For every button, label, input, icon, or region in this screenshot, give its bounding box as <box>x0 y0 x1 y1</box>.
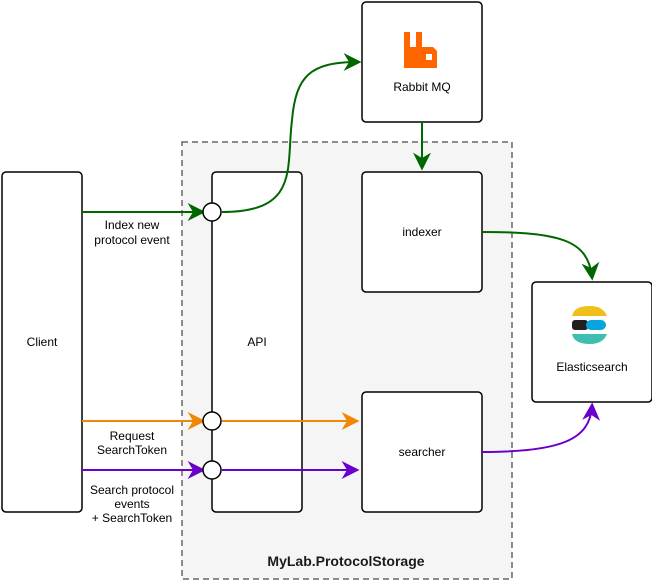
request-token-edge: Request SearchToken <box>82 412 360 457</box>
api-label: API <box>247 335 266 349</box>
search-edge-label-line3: + SearchToken <box>92 511 172 525</box>
search-edge-label-line1: Search protocol <box>90 483 174 497</box>
api-port-search[interactable] <box>202 460 222 480</box>
indexer-to-elasticsearch-edge <box>481 231 600 281</box>
search-edge-label-line2: events <box>114 497 149 511</box>
rabbitmq-logo-icon <box>404 32 437 68</box>
client-node[interactable]: Client <box>1 171 83 513</box>
elasticsearch-node[interactable]: Elasticsearch <box>531 281 652 403</box>
group-title: MyLab.ProtocolStorage <box>267 553 424 569</box>
api-port-index[interactable] <box>202 202 222 222</box>
index-event-edge: Index new protocol event <box>82 203 206 247</box>
searcher-to-elasticsearch-edge <box>481 402 601 453</box>
indexer-label: indexer <box>402 225 441 239</box>
index-edge-label-line2: protocol event <box>94 233 170 247</box>
client-label: Client <box>27 335 58 349</box>
searcher-node[interactable]: searcher <box>361 391 483 513</box>
elasticsearch-logo-icon <box>572 306 607 344</box>
api-to-rabbitmq-edge <box>221 53 362 213</box>
api-port-request-token[interactable] <box>202 411 222 431</box>
request-edge-label-line2: SearchToken <box>97 443 167 457</box>
elasticsearch-label: Elasticsearch <box>556 360 627 374</box>
api-node[interactable]: API <box>211 171 303 513</box>
indexer-node[interactable]: indexer <box>361 171 483 293</box>
request-edge-label-line1: Request <box>110 429 155 443</box>
rabbitmq-label: Rabbit MQ <box>393 80 450 94</box>
searcher-label: searcher <box>399 445 446 459</box>
search-events-edge: Search protocol events + SearchToken <box>82 461 360 525</box>
rabbitmq-node[interactable]: Rabbit MQ <box>361 1 483 123</box>
index-edge-label-line1: Index new <box>105 218 160 232</box>
